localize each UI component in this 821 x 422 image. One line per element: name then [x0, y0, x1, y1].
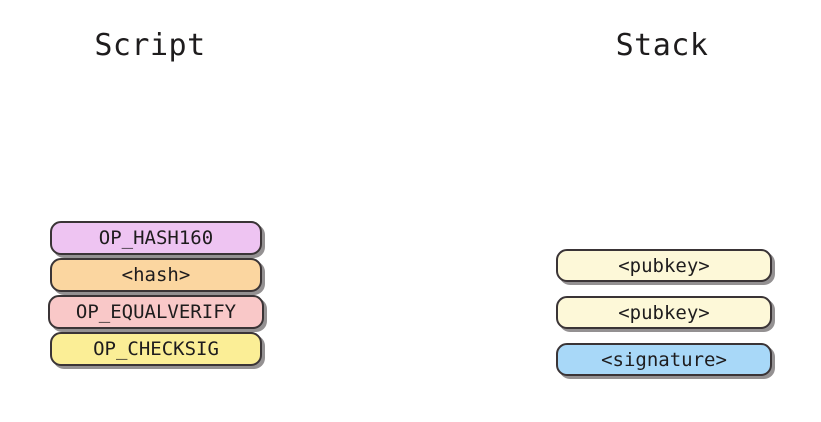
stack-item-pubkey-top: <pubkey> — [556, 249, 772, 282]
script-item-op-hash160: OP_HASH160 — [50, 221, 262, 255]
stack-item-signature: <signature> — [556, 343, 772, 376]
stack-item-pubkey: <pubkey> — [556, 296, 772, 329]
script-column-title: Script — [94, 28, 206, 63]
script-item-op-equalverify: OP_EQUALVERIFY — [48, 295, 264, 329]
script-item-hash: <hash> — [50, 258, 262, 292]
script-item-op-checksig: OP_CHECKSIG — [50, 332, 262, 366]
stack-column-title: Stack — [615, 28, 709, 63]
